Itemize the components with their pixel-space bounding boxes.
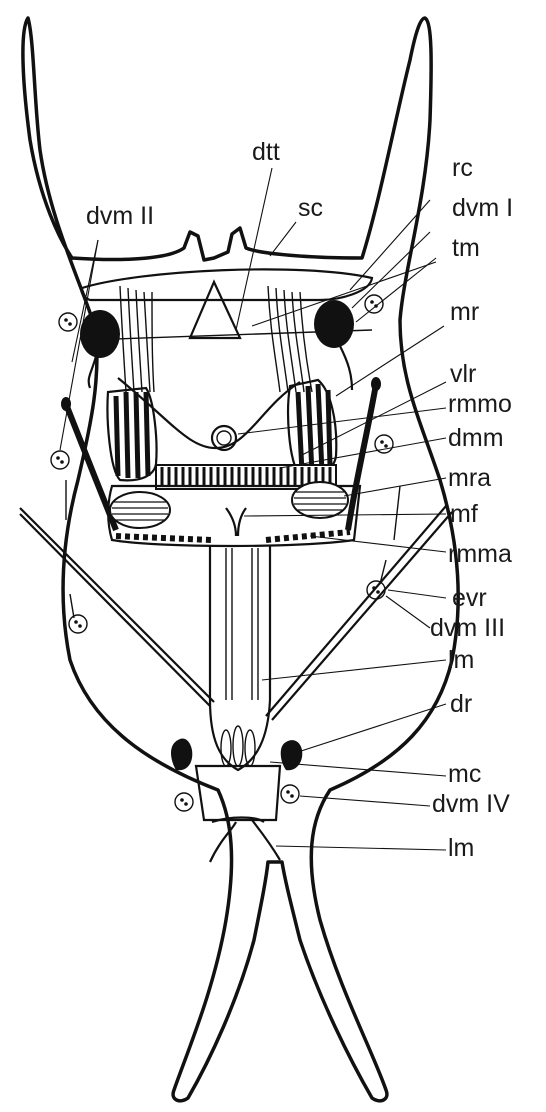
label-dvm-iv: dvm IV — [432, 790, 510, 818]
head-plate — [81, 269, 372, 300]
label-dtt: dtt — [252, 138, 280, 166]
central-tube — [210, 546, 270, 770]
label-dvm-ii: dvm II — [86, 202, 154, 230]
label-dr: dr — [450, 690, 472, 718]
right-black-organ — [314, 300, 354, 348]
nucleus-left-upper — [59, 313, 77, 331]
nucleus-left-low — [69, 615, 87, 633]
label-mr: mr — [450, 298, 479, 326]
left-black-organ — [80, 310, 120, 358]
right-rod-tip — [371, 377, 381, 391]
left-mra-block — [110, 492, 170, 528]
right-side-thread — [380, 486, 400, 584]
label-tm: tm — [452, 234, 480, 262]
label-evr: evr — [452, 584, 487, 612]
label-dmm: dmm — [448, 424, 504, 452]
label-dvm-i: dvm I — [452, 194, 513, 222]
left-dr-organ — [171, 738, 192, 770]
body-outline — [23, 18, 458, 1101]
right-inner-line-2 — [272, 512, 452, 720]
label-rc: rc — [452, 154, 473, 182]
dorsal-triangle — [190, 282, 240, 338]
label-vlr: vlr — [450, 360, 476, 388]
label-lm-bottom: lm — [448, 834, 474, 862]
right-rod — [348, 384, 376, 530]
left-striped-muscle — [108, 388, 157, 480]
foot-lines — [210, 818, 280, 863]
mf-fold — [226, 508, 246, 536]
label-mra: mra — [448, 464, 491, 492]
right-organ-hook — [340, 346, 352, 390]
label-rmma: rmma — [448, 540, 512, 568]
left-rmma-band — [116, 536, 212, 540]
nucleus-left-mid — [51, 451, 69, 469]
nucleus-right-low — [367, 581, 385, 599]
central-tube-inner — [226, 548, 258, 700]
nucleus-right-upper — [365, 295, 383, 313]
nucleus-right-foot — [281, 785, 299, 803]
label-rmmo: rmmo — [448, 390, 512, 418]
label-mc: mc — [448, 760, 481, 788]
right-fiber-bundle — [268, 286, 312, 392]
right-dr-organ — [281, 740, 303, 770]
left-inner-line-2 — [20, 514, 210, 706]
label-dvm-iii: dvm III — [430, 614, 505, 642]
label-mf: mf — [450, 500, 478, 528]
label-sc: sc — [298, 194, 323, 222]
nucleus-left-foot — [175, 793, 193, 811]
foot-box — [196, 766, 280, 820]
rmmo-ring-inner — [217, 431, 231, 445]
label-lm-mid: lm — [448, 646, 474, 674]
right-mra-block — [292, 482, 348, 518]
